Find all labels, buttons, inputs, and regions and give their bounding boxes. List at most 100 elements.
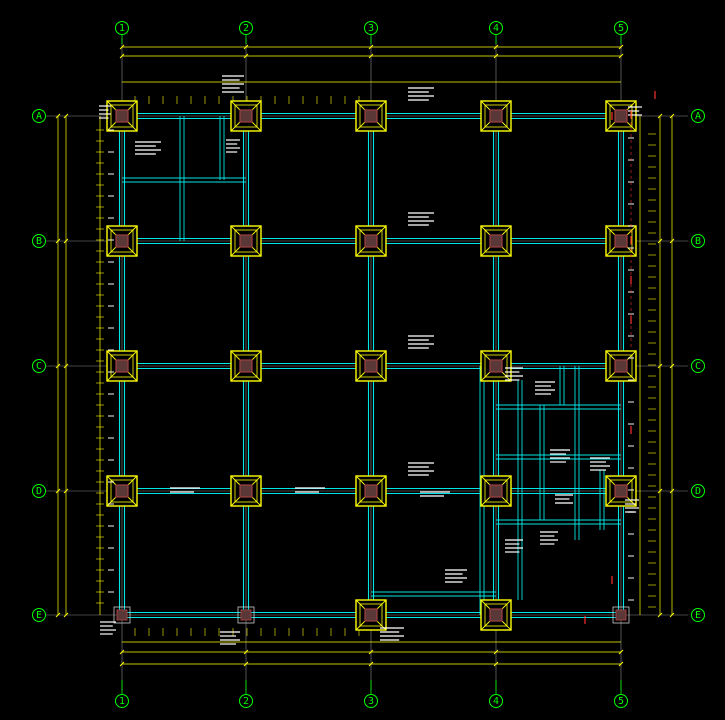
column-2C-pad-diag-0: [230, 350, 241, 361]
dimension-tick-row-0-2: [657, 113, 663, 119]
column-1B-pad-diag-1: [127, 225, 138, 236]
column-5D-pad-diag-0: [605, 475, 616, 486]
dimension-tick-row-3-3: [669, 488, 675, 494]
column-4B-pad-diag-2: [480, 246, 491, 257]
column-3B-pad-diag-1: [376, 225, 387, 236]
column-5C-pad-inner: [609, 354, 633, 378]
axis-bubble-top-1-label: 1: [119, 23, 125, 34]
column-2C-pad-diag-2: [230, 371, 241, 382]
column-5E-core: [615, 609, 627, 621]
column-2C-pad-diag-3: [251, 371, 262, 382]
column-2A-pad-inner: [234, 104, 258, 128]
dimension-tick-col-3-2: [493, 649, 499, 655]
column-3E-core: [364, 608, 378, 622]
column-3A-pad-diag-2: [355, 121, 366, 132]
column-2D-core: [239, 484, 253, 498]
axis-bubble-top-5-label: 5: [618, 23, 624, 34]
annotation-notes: [99, 75, 642, 645]
column-1C-pad-inner: [110, 354, 134, 378]
dimension-tick-col-4-3: [618, 661, 624, 667]
column-3A-pad-inner: [359, 104, 383, 128]
dimension-tick-col-2-2: [368, 649, 374, 655]
axis-bubble-left-B-circle: [32, 234, 46, 248]
column-3E-pad-diag-1: [376, 599, 387, 610]
red-markers: [584, 91, 656, 624]
column-1A-pad-inner: [110, 104, 134, 128]
column-1B-pad-inner: [110, 229, 134, 253]
column-5B-pad-diag-2: [605, 246, 616, 257]
dimension-tick-row-4-3: [669, 612, 675, 618]
dimension-tick-col-3-3: [493, 661, 499, 667]
column-5A-pad-diag-0: [605, 100, 616, 111]
column-2E-outline: [237, 606, 255, 624]
dimension-tick-row-0-1: [63, 113, 69, 119]
column-2D-pad-diag-1: [251, 475, 262, 486]
column-1B-pad-diag-0: [106, 225, 117, 236]
column-3D-pad-diag-2: [355, 496, 366, 507]
column-3C-pad-diag-0: [355, 350, 366, 361]
column-3A-pad-diag-1: [376, 100, 387, 111]
secondary-beams: [122, 116, 621, 615]
dimension-tick-row-4-1: [63, 612, 69, 618]
column-2A-pad-diag-0: [230, 100, 241, 111]
axis-bubble-bottom-3-label: 3: [368, 696, 374, 707]
dimension-tick-row-0-0: [55, 113, 61, 119]
dimension-tick-col-1-3: [243, 661, 249, 667]
axis-bubble-left-D-label: D: [36, 486, 42, 497]
column-4E-core: [489, 608, 503, 622]
column-1D-pad-diag-0: [106, 475, 117, 486]
column-3B-pad-diag-3: [376, 246, 387, 257]
column-1E-core: [116, 609, 128, 621]
column-4C-pad-diag-0: [480, 350, 491, 361]
axis-bubble-left-C-label: C: [36, 361, 42, 372]
column-5C-pad-diag-0: [605, 350, 616, 361]
axis-bubble-left-D-circle: [32, 484, 46, 498]
column-3D-pad-diag-0: [355, 475, 366, 486]
column-3D-pad-diag-3: [376, 496, 387, 507]
column-3B-pad-diag-2: [355, 246, 366, 257]
column-3A-pad-diag-0: [355, 100, 366, 111]
column-4D-pad-diag-3: [501, 496, 512, 507]
dimension-tick-col-1-0: [243, 44, 249, 50]
axis-bubble-right-C-circle: [691, 359, 705, 373]
dimension-tick-row-1-2: [657, 238, 663, 244]
column-4A-pad-diag-3: [501, 121, 512, 132]
column-1B-pad-diag-2: [106, 246, 117, 257]
axis-bubble-right-B-circle: [691, 234, 705, 248]
axis-bubble-right-E-label: E: [695, 610, 701, 621]
column-2C-pad-inner: [234, 354, 258, 378]
axis-bubble-bottom-5-label: 5: [618, 696, 624, 707]
column-2B-core: [239, 234, 253, 248]
dimension-tick-col-2-1: [368, 53, 374, 59]
axis-bubble-top-2-label: 2: [243, 23, 249, 34]
column-3B-pad-diag-0: [355, 225, 366, 236]
column-3E-pad-diag-2: [355, 620, 366, 631]
axis-bubble-bottom-4-label: 4: [493, 696, 499, 707]
column-2B-pad-diag-1: [251, 225, 262, 236]
axis-bubble-left-A-circle: [32, 109, 46, 123]
dimension-tick-row-3-2: [657, 488, 663, 494]
column-5B-pad-diag-0: [605, 225, 616, 236]
column-4E-pad-diag-2: [480, 620, 491, 631]
column-3D-pad-diag-1: [376, 475, 387, 486]
dimension-tick-col-0-1: [119, 53, 125, 59]
column-3B-core: [364, 234, 378, 248]
column-4C-pad-inner: [484, 354, 508, 378]
dimension-tick-col-0-3: [119, 661, 125, 667]
axis-bubble-bottom-2-label: 2: [243, 696, 249, 707]
column-3C-pad-diag-3: [376, 371, 387, 382]
column-5D-pad-diag-1: [626, 475, 637, 486]
column-2A-core: [239, 109, 253, 123]
column-4E-pad-diag-0: [480, 599, 491, 610]
dimension-tick-row-2-0: [55, 363, 61, 369]
column-3D-core: [364, 484, 378, 498]
column-2C-core: [239, 359, 253, 373]
dimension-tick-row-1-0: [55, 238, 61, 244]
column-1A-pad-diag-0: [106, 100, 117, 111]
column-5D-pad-inner: [609, 479, 633, 503]
column-1C-pad-diag-3: [127, 371, 138, 382]
column-4C-pad-diag-2: [480, 371, 491, 382]
column-3E-pad-diag-0: [355, 599, 366, 610]
